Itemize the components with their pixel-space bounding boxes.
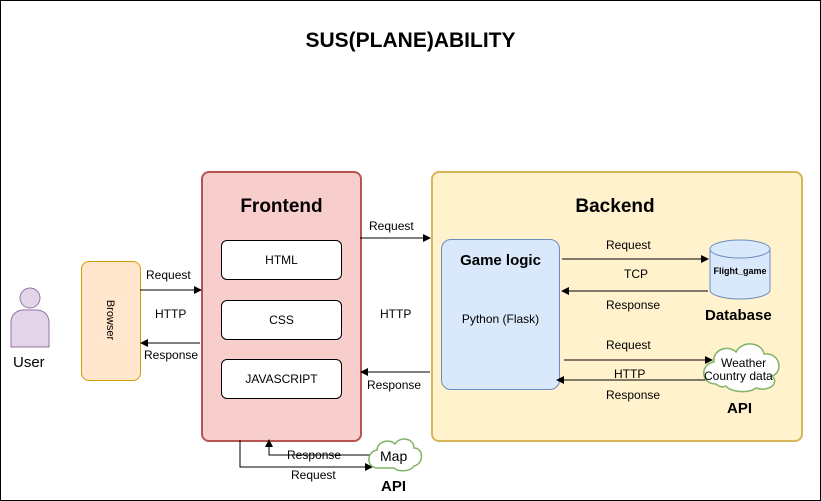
database-cylinder-label: Flight_game (713, 266, 767, 276)
browser-box (81, 261, 141, 381)
map-cloud-icon (368, 438, 423, 472)
db-request-label: Request (606, 238, 651, 252)
map-response-arrow (265, 439, 374, 456)
user-icon (10, 287, 50, 348)
frontend-request-label: Request (369, 219, 414, 233)
database-caption: Database (705, 307, 772, 324)
backend-heading: Backend (575, 196, 655, 217)
map-request-label: Request (291, 468, 336, 482)
map-response-label: Response (287, 448, 342, 462)
weather-cloud-line2: Country data (704, 369, 773, 383)
weather-cloud-icon (703, 343, 780, 393)
game-logic-heading: Game logic (460, 252, 541, 269)
frontend-response-label: Response (367, 378, 422, 392)
database-cylinder-icon (709, 239, 771, 300)
browser-request-label: Request (146, 268, 191, 282)
weather-request-label: Request (606, 338, 651, 352)
map-request-arrow (239, 440, 373, 471)
db-response-label: Response (606, 298, 661, 312)
javascript-box: JAVASCRIPT (221, 359, 342, 399)
css-box: CSS (221, 300, 342, 340)
browser-http-label: HTTP (155, 307, 187, 321)
game-logic-box (441, 239, 560, 390)
frontend-heading: Frontend (240, 196, 323, 217)
frontend-http-label: HTTP (380, 307, 412, 321)
weather-api-caption: API (727, 400, 753, 417)
map-cloud-label: Map (380, 448, 408, 464)
db-tcp-label: TCP (624, 267, 648, 281)
diagram-title: SUS(PLANE)ABILITY (305, 29, 516, 52)
html-box: HTML (221, 240, 342, 280)
map-api-caption: API (381, 478, 407, 495)
game-logic-subtitle: Python (Flask) (461, 312, 540, 326)
user-label: User (13, 354, 45, 371)
weather-cloud-line1: Weather (721, 356, 767, 370)
weather-http-label: HTTP (614, 367, 646, 381)
browser-response-label: Response (144, 348, 199, 362)
weather-response-label: Response (606, 388, 661, 402)
